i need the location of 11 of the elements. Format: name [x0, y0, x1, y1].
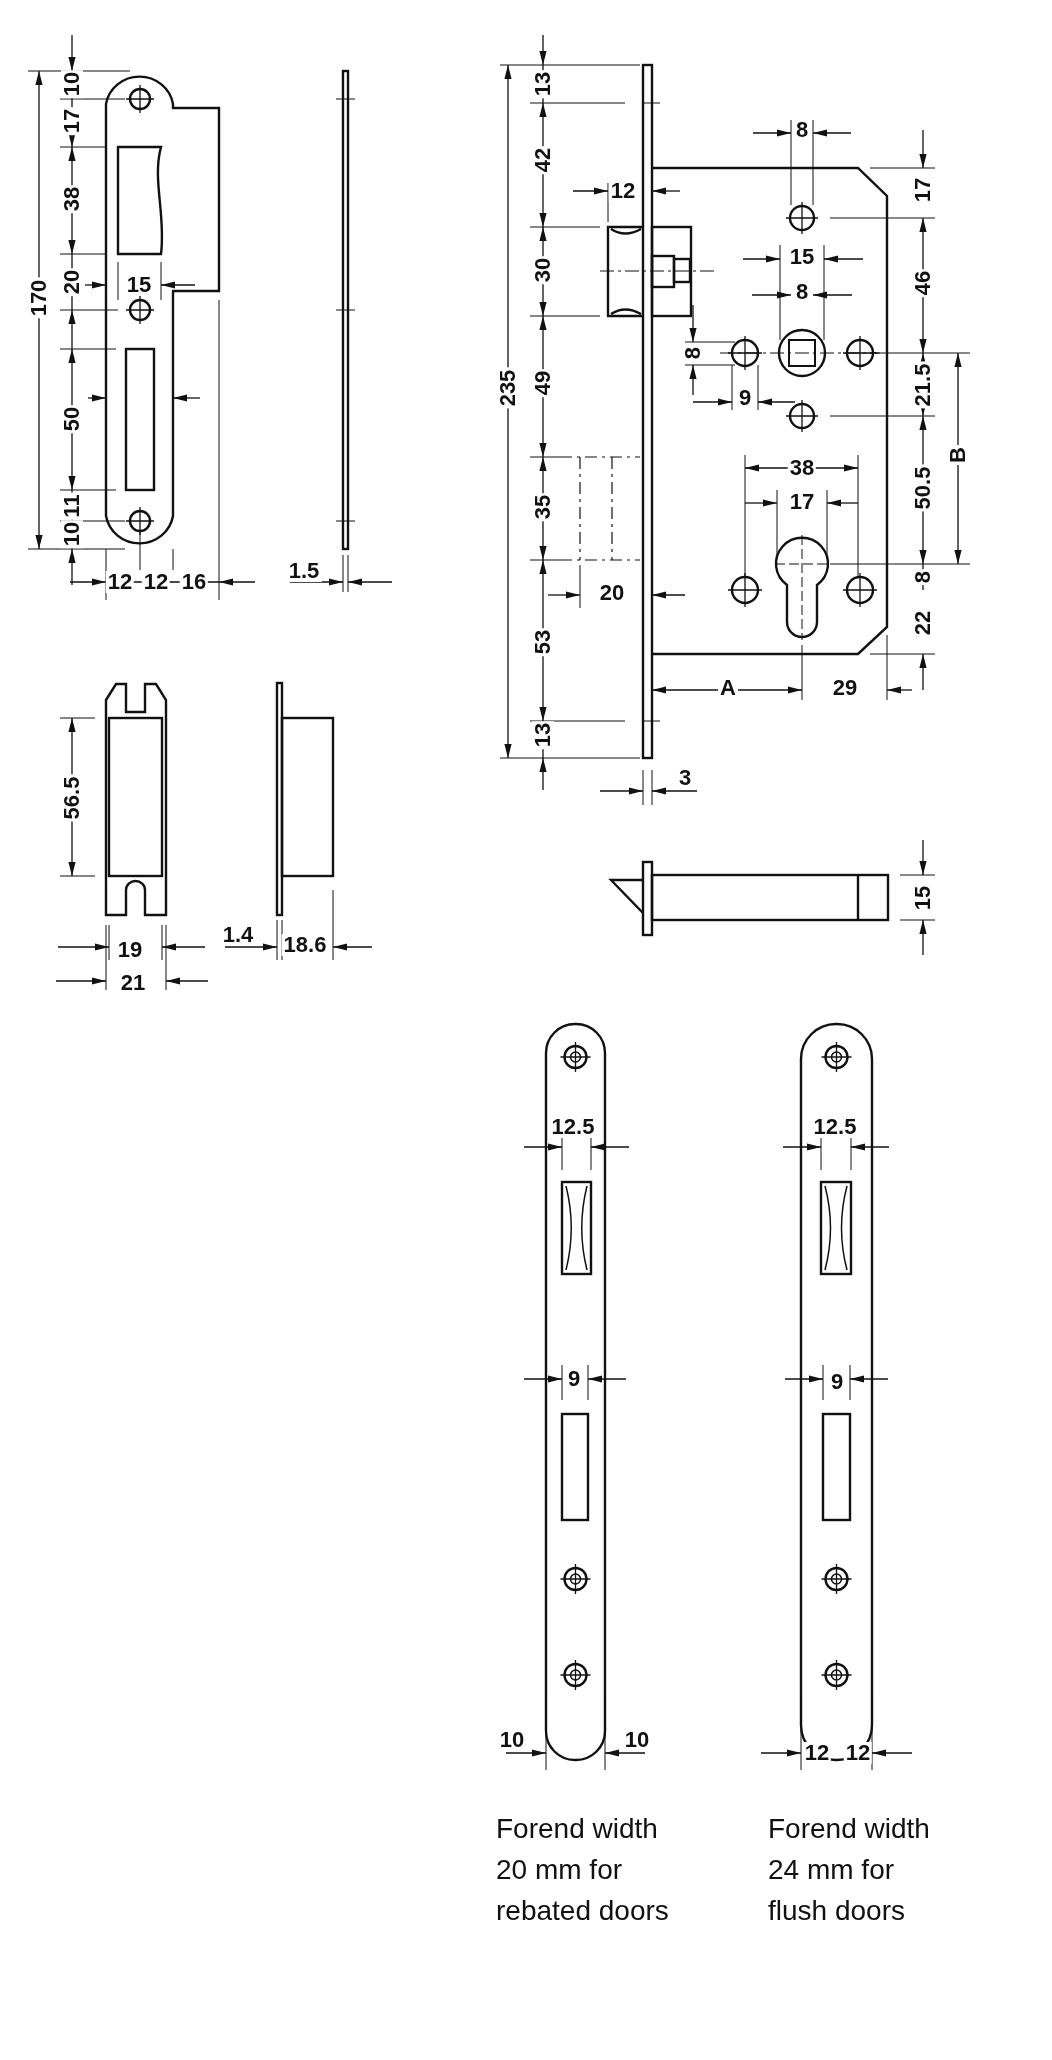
dimension-label: 10 [61, 519, 83, 549]
dimension-label: 12 [843, 1742, 873, 1764]
caption: Forend width 20 mm for rebated doors [496, 1812, 670, 1928]
dimension-label: 12 [802, 1742, 832, 1764]
dimension-label: 12.5 [549, 1116, 597, 1138]
dimension-label: 10 [61, 69, 83, 99]
dimension-label: 18.6 [281, 934, 329, 956]
dimension-label: 13 [532, 720, 554, 750]
caption: Forend width 24 mm for flush doors [768, 1812, 931, 1928]
dimension-label: 12.5 [811, 1116, 859, 1138]
dimension-label: 12 [105, 571, 135, 593]
